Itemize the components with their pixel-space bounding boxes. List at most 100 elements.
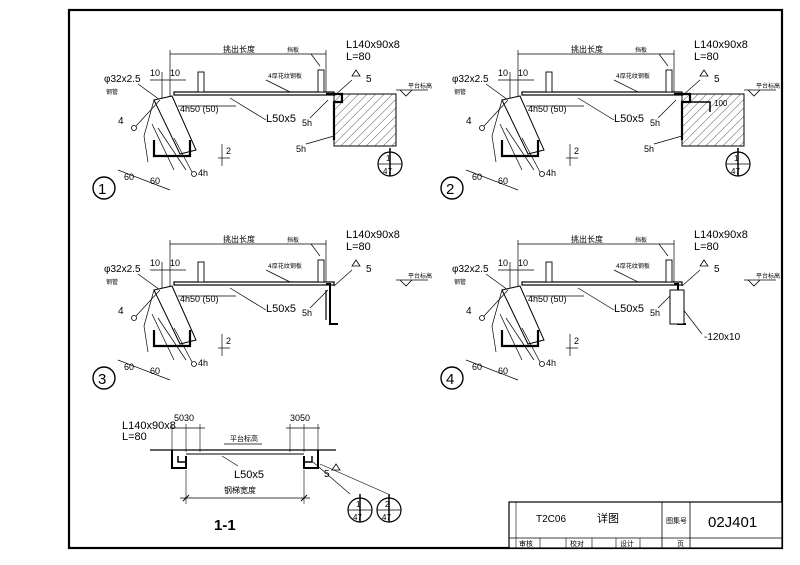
title-check-label: 校对 <box>570 539 584 548</box>
dim-60b: 60 <box>498 366 508 376</box>
platform-label: 平台标高 <box>756 82 780 90</box>
dim-2: 2 <box>574 146 579 156</box>
section-index-b-top: 2 <box>385 500 390 509</box>
length-label: L=80 <box>346 51 371 63</box>
plate-label: 4厚花纹钢板 <box>268 262 302 270</box>
top-label: 挡板 <box>287 46 299 54</box>
angle-label: L140x90x8 <box>346 229 400 241</box>
drawing-frame <box>67 8 784 550</box>
dim-4: 4 <box>118 116 124 127</box>
detail-number: 4 <box>446 371 454 388</box>
section-dim-right: 3050 <box>290 413 310 423</box>
section-platform-label: 平台标高 <box>230 434 258 443</box>
extra-dim: -120x10 <box>704 332 741 343</box>
pipe-label: φ32x2.5 <box>452 264 489 275</box>
section-title: 1-1 <box>214 517 236 534</box>
angle-label: L140x90x8 <box>694 39 748 51</box>
dim-10a: 10 <box>150 68 160 78</box>
dim-l50: L50x5 <box>266 303 296 315</box>
dim-10b: 10 <box>170 258 180 268</box>
platform-label: 平台标高 <box>756 272 780 280</box>
weld-label: 5 <box>714 264 720 275</box>
pipe-label: φ32x2.5 <box>104 74 141 85</box>
platform-label: 平台标高 <box>408 272 432 280</box>
dim-5h-a: 5h <box>302 118 312 128</box>
dim-10a: 10 <box>498 258 508 268</box>
section-l50-label: L50x5 <box>234 469 264 481</box>
dim-4h50: 4h50 (50) <box>180 104 219 114</box>
dim-5h-a: 5h <box>302 308 312 318</box>
dim-5h-a: 5h <box>650 118 660 128</box>
section-len-label: L=80 <box>122 431 147 443</box>
index-top: 1 <box>386 154 391 163</box>
dim-60b: 60 <box>498 176 508 186</box>
dim-4h: 4h <box>546 168 556 178</box>
section-angle-label: L140x90x8 <box>122 420 176 432</box>
dim-2: 2 <box>226 336 231 346</box>
dim-4: 4 <box>466 116 472 127</box>
dim-4: 4 <box>118 306 124 317</box>
section-index-a-top: 1 <box>356 500 361 509</box>
index-bottom: 47 <box>383 167 392 176</box>
length-label: L=80 <box>694 51 719 63</box>
dim-4: 4 <box>466 306 472 317</box>
top-label: 挡板 <box>635 46 647 54</box>
length-label: L=80 <box>694 241 719 253</box>
dim-5h-a: 5h <box>650 308 660 318</box>
dim-5h-b: 5h <box>644 144 654 154</box>
title-design-label: 设计 <box>620 539 634 548</box>
index-top: 1 <box>734 154 739 163</box>
pipe-cn-label: 钢管 <box>454 88 466 96</box>
title-name: 详图 <box>597 511 619 525</box>
detail-number: 2 <box>446 181 454 198</box>
dim-60b: 60 <box>150 366 160 376</box>
section-width-label: 钢梯宽度 <box>224 485 256 495</box>
top-label: 挡板 <box>287 236 299 244</box>
dim-10a: 10 <box>150 258 160 268</box>
platform-label: 平台标高 <box>408 82 432 90</box>
dim-4h50: 4h50 (50) <box>528 294 567 304</box>
dim-60a: 60 <box>472 362 482 372</box>
weld-label: 5 <box>366 74 372 85</box>
dim-60a: 60 <box>472 172 482 182</box>
section-weld-label: 5 <box>324 469 330 480</box>
pipe-cn-label: 钢管 <box>454 278 466 286</box>
dim-10b: 10 <box>518 68 528 78</box>
section-index-b-bottom: 47 <box>382 513 391 522</box>
dim-2: 2 <box>226 146 231 156</box>
title-block: T2C06 详图 图集号 02J401 审核 校对 设计 页 <box>508 501 783 549</box>
title-page-label: 页 <box>677 540 684 548</box>
pipe-cn-label: 钢管 <box>106 278 118 286</box>
title-set-label: 图集号 <box>666 516 687 525</box>
pipe-cn-label: 钢管 <box>106 88 118 96</box>
dim-4h: 4h <box>198 168 208 178</box>
index-bottom: 47 <box>731 167 740 176</box>
weld-label: 5 <box>714 74 720 85</box>
angle-label: L140x90x8 <box>346 39 400 51</box>
dim-60a: 60 <box>124 172 134 182</box>
span-label: 挑出长度 <box>223 44 255 54</box>
detail-number: 3 <box>98 371 106 388</box>
dim-60b: 60 <box>150 176 160 186</box>
plate-label: 4厚花纹钢板 <box>616 262 650 270</box>
dim-60a: 60 <box>124 362 134 372</box>
plate-label: 4厚花纹钢板 <box>616 72 650 80</box>
dim-2: 2 <box>574 336 579 346</box>
top-label: 挡板 <box>635 236 647 244</box>
plate-label: 4厚花纹钢板 <box>268 72 302 80</box>
dim-l50: L50x5 <box>266 113 296 125</box>
angle-label: L140x90x8 <box>694 229 748 241</box>
dim-10b: 10 <box>518 258 528 268</box>
title-set-number: 02J401 <box>708 514 757 531</box>
extra-dim: 100 <box>714 99 728 108</box>
dim-4h50: 4h50 (50) <box>180 294 219 304</box>
span-label: 挑出长度 <box>571 234 603 244</box>
span-label: 挑出长度 <box>223 234 255 244</box>
weld-label: 5 <box>366 264 372 275</box>
dim-10a: 10 <box>498 68 508 78</box>
dim-5h-b: 5h <box>296 144 306 154</box>
